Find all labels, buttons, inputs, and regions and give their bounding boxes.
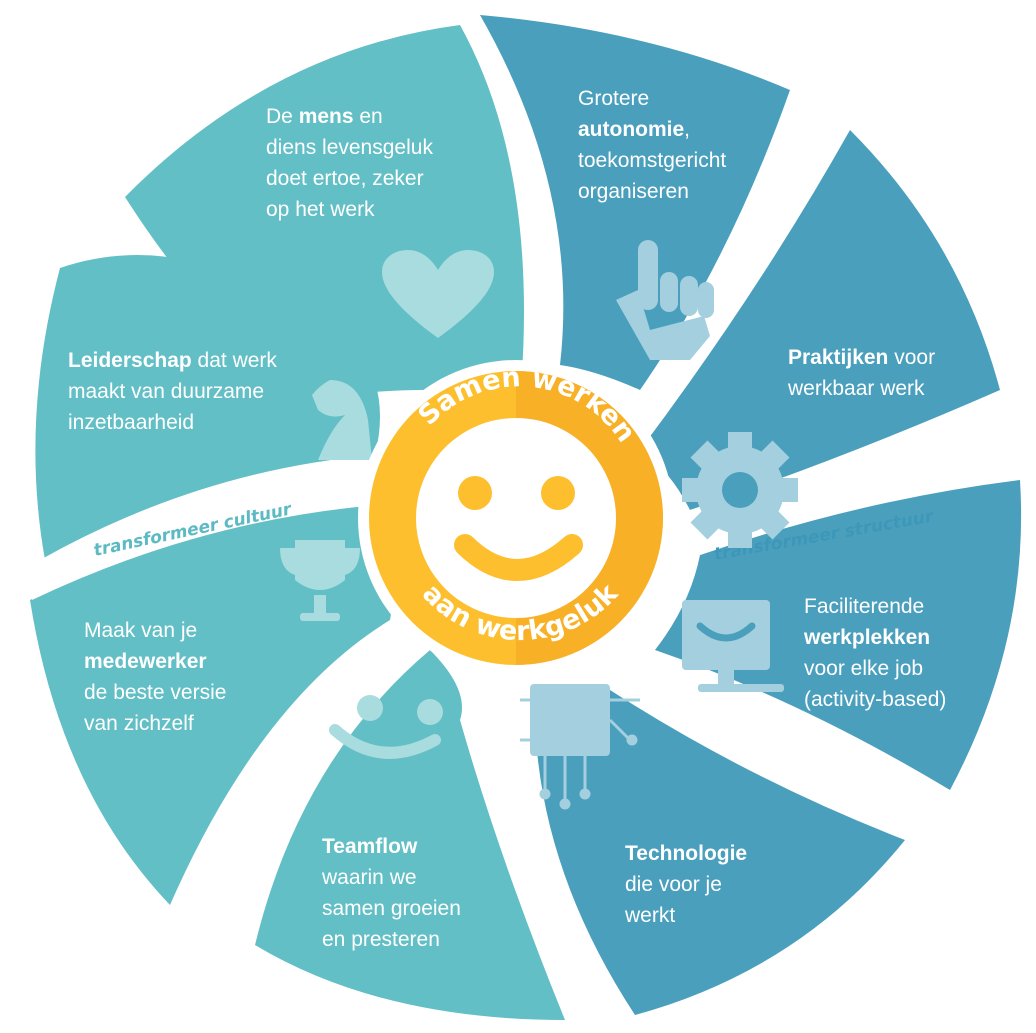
segment-label-leiderschap: Leiderschap dat werk maakt van duurzame in… (68, 349, 277, 434)
segment-label-run: Faciliterende (804, 595, 924, 618)
segment-label-run: voor (888, 346, 935, 369)
segment-label-praktijken: Praktijken voor werkbaar werk (787, 346, 935, 400)
segment-label-run: inzetbaarheid (68, 411, 194, 434)
segment-label-run: en presteren (322, 928, 440, 951)
pointing-hand-icon (616, 240, 714, 360)
segment-label-autonomie: Grotere autonomie, toekomstgericht organise… (578, 87, 726, 203)
trophy-icon (280, 540, 360, 621)
segment-label-mens: De mens en diens levensgeluk doet ertoe, z… (266, 105, 433, 221)
segment-label-medewerker: Maak van je medewerker de beste versie van … (84, 619, 226, 735)
segment-label-run: dat werk (192, 349, 278, 372)
segment-label-run: de beste versie (84, 681, 226, 704)
segment-label-run: , (684, 118, 690, 141)
segment-label-run: (activity-based) (804, 688, 946, 711)
segment-label-run: Grotere (578, 87, 649, 110)
segment-label-run: De (266, 105, 299, 128)
segment-label-run: werkt (624, 904, 675, 927)
segment-label-run: samen groeien (322, 897, 461, 920)
segment-label-run: Technologie (625, 842, 747, 865)
segment-technologie (535, 690, 905, 1015)
segment-teamflow (255, 650, 565, 1020)
segment-praktijken (640, 130, 1000, 510)
segment-label-run: van zichzelf (84, 712, 194, 735)
segment-label-run: toekomstgericht (578, 149, 726, 172)
segment-label-run: diens levensgeluk (266, 136, 433, 159)
chip-icon (520, 684, 640, 810)
segment-werkplekken (655, 480, 1022, 790)
segment-label-run: die voor je (625, 873, 722, 896)
segment-label-run: medewerker (84, 650, 207, 673)
monitor-icon (682, 600, 784, 692)
band-left (32, 455, 378, 600)
segment-label-run: autonomie (578, 118, 684, 141)
segment-label-technologie: Technologie die voor je werkt (624, 842, 747, 927)
gear-icon (682, 432, 798, 548)
segment-label-werkplekken: Faciliterende werkplekken voor elke job (ac… (803, 595, 946, 711)
segment-medewerker (30, 505, 393, 905)
flow-icon (329, 695, 443, 759)
segment-label-run: Leiderschap (68, 349, 192, 372)
segment-label-run: werkplekken (803, 626, 930, 649)
segment-label-run: organiseren (578, 180, 689, 203)
segment-label-run: doet ertoe, zeker (266, 167, 424, 190)
segment-label-run: waarin we (321, 866, 417, 889)
segment-label-teamflow: Teamflow waarin we samen groeien en prester… (321, 835, 461, 951)
smiley-icon (454, 476, 583, 581)
segment-label-run: en (354, 105, 383, 128)
segment-autonomie (480, 15, 790, 390)
segment-labels: De mens en diens levensgeluk doet ertoe, z… (68, 87, 946, 951)
segment-label-run: Teamflow (322, 835, 418, 858)
petals (30, 15, 1022, 1020)
segment-label-run: Maak van je (84, 619, 197, 642)
heart-icon (382, 250, 494, 338)
chess-knight-icon (312, 380, 372, 460)
segment-label-run: Praktijken (788, 346, 888, 369)
segment-label-run: mens (299, 105, 354, 128)
segment-label-run: voor elke job (804, 657, 923, 680)
segment-label-run: werkbaar werk (787, 377, 925, 400)
segment-leiderschap (35, 255, 380, 560)
segment-label-run: maakt van duurzame (68, 380, 264, 403)
segment-label-run: op het werk (266, 198, 375, 221)
center-medallion: Samen werken aan werkgeluk (358, 360, 674, 676)
